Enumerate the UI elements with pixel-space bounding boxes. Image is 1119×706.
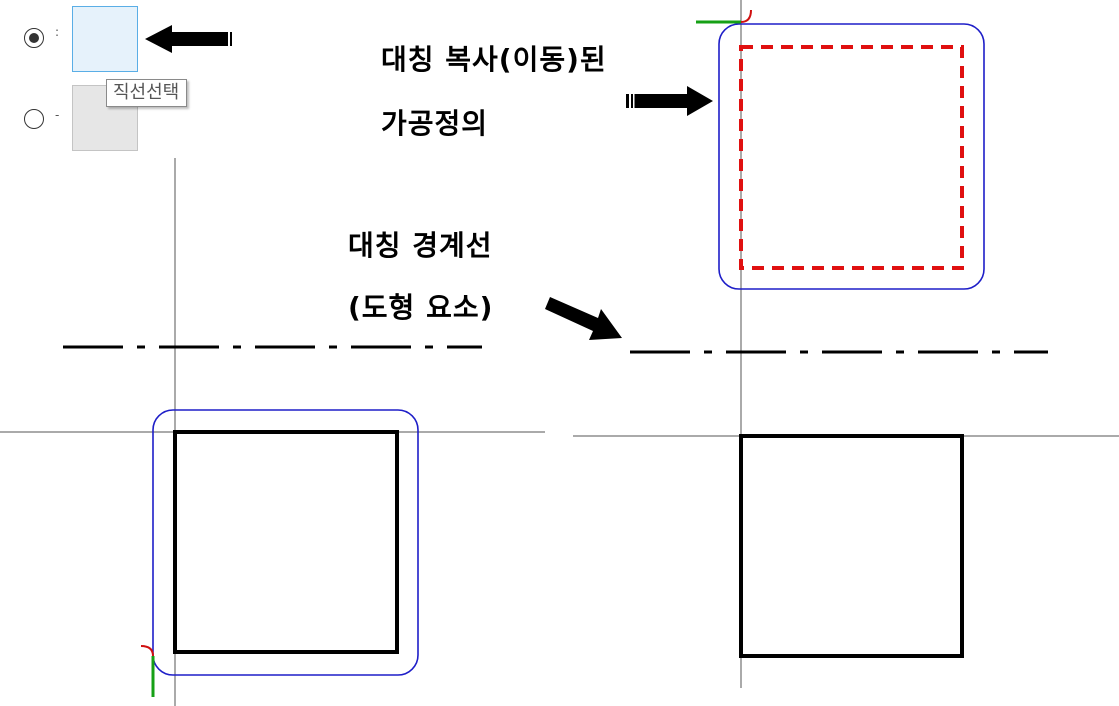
arrow-right-icon — [626, 86, 713, 116]
machining-contour-original[interactable] — [152, 409, 419, 676]
annotation-boundary-subtitle: (도형 요소) — [348, 291, 494, 324]
original-square-left[interactable] — [173, 430, 399, 654]
arrow-right-icon-trail — [629, 94, 635, 108]
start-point-marker-red-right — [740, 9, 752, 23]
arrow-left-icon-trail — [228, 32, 234, 46]
arrow-down-right-icon — [545, 297, 622, 340]
line-select-button[interactable] — [72, 6, 138, 72]
radio-select-path[interactable] — [24, 109, 44, 129]
tooltip: 직선선택 — [106, 79, 188, 107]
radio-select-path-suffix: - — [55, 108, 60, 122]
machining-contour-mirrored[interactable] — [718, 23, 985, 290]
original-square-right[interactable] — [739, 434, 964, 658]
annotation-boundary-title: 대칭 경계선 — [348, 229, 493, 262]
annotation-mirrored-title: 대칭 복사(이동)된 — [381, 43, 607, 76]
annotation-mirrored-subtitle: 가공정의 — [381, 107, 489, 140]
radio-select-line[interactable] — [24, 28, 44, 48]
mirrored-path-dashed[interactable] — [739, 45, 964, 270]
arrow-left-icon — [145, 25, 233, 53]
start-point-marker-red-left — [140, 645, 154, 657]
radio-select-line-suffix: : — [55, 25, 60, 39]
